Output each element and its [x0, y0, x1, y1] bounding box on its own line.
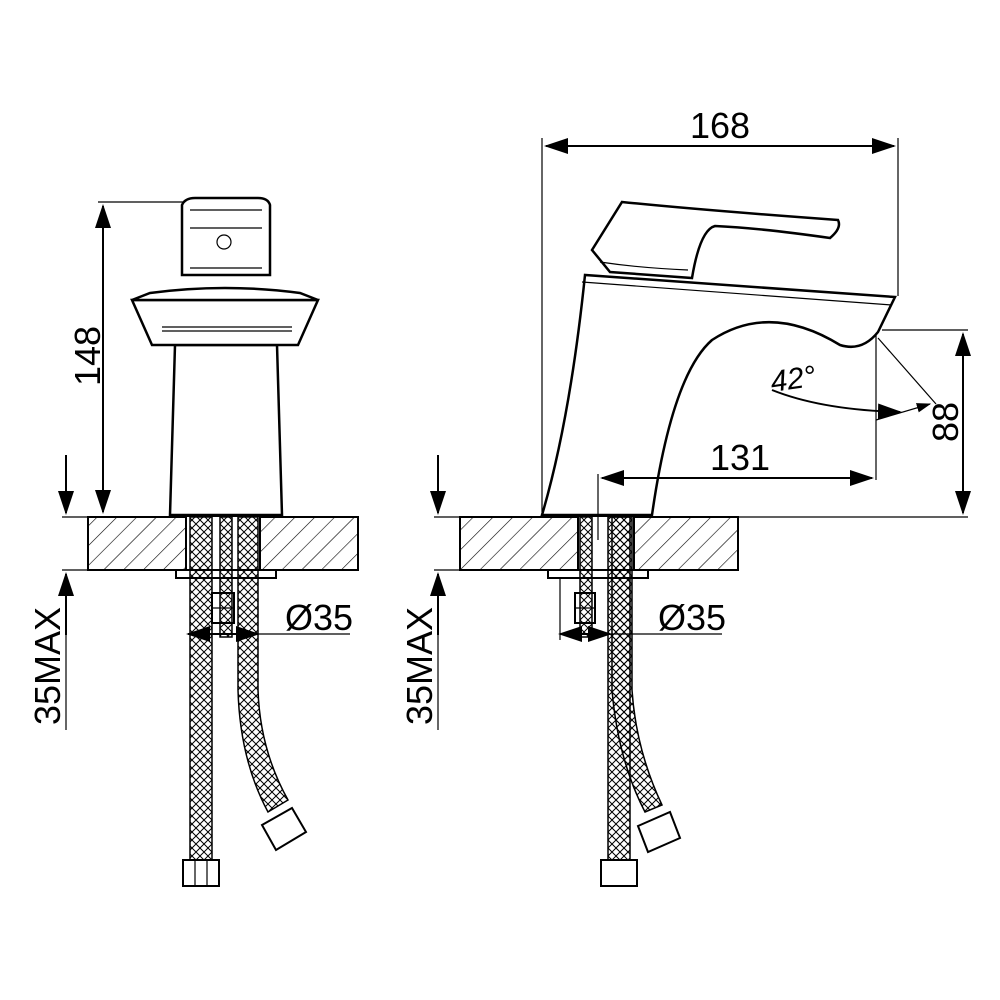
- side-faucet-body: [540, 273, 897, 517]
- front-hole-diameter-label: Ø35: [285, 597, 353, 638]
- side-angle-label: 42°: [768, 360, 818, 399]
- front-hose-right: [237, 516, 290, 814]
- front-view: Ø35 148 35MAX: [27, 196, 359, 887]
- side-max-thickness-label: 35MAX: [399, 607, 440, 725]
- side-hole-diameter-label: Ø35: [658, 597, 726, 638]
- front-lever-screw: [216, 234, 232, 250]
- front-max-thickness-label: 35MAX: [27, 607, 68, 725]
- front-height-label: 148: [67, 326, 108, 386]
- front-handle-base: [130, 298, 320, 347]
- side-mount-plate: [547, 569, 649, 579]
- side-view: Ø35 168 131 88 42° 35MAX: [399, 105, 971, 887]
- side-lever: [590, 200, 841, 280]
- side-length-label: 168: [690, 105, 750, 146]
- side-reach-label: 131: [710, 437, 770, 478]
- front-faucet-body: [168, 343, 284, 517]
- front-hose-left: [189, 516, 213, 861]
- side-hose-back: [611, 516, 664, 813]
- side-spout-height-label: 88: [925, 402, 966, 442]
